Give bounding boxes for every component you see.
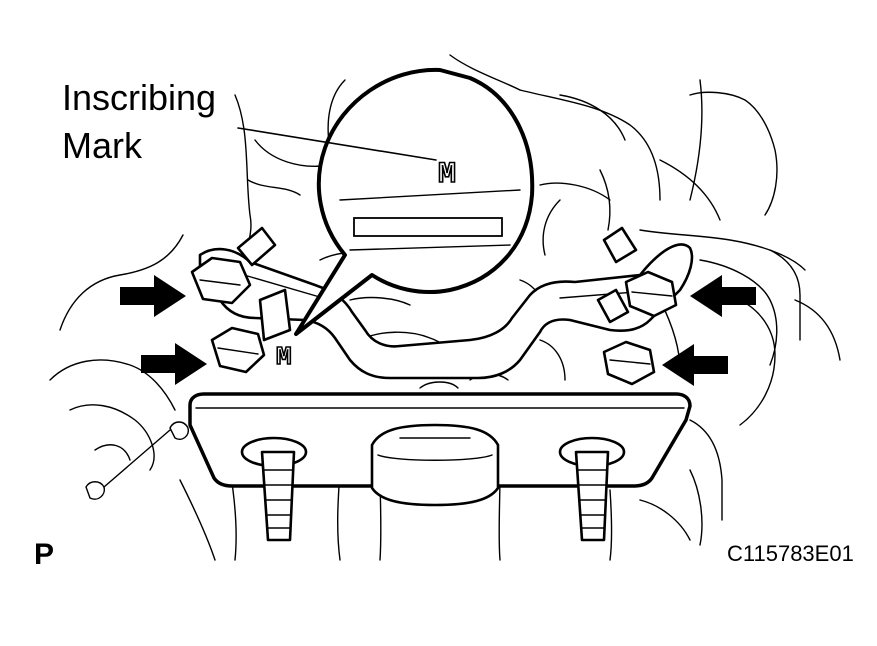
mount-studs (236, 226, 638, 342)
background-body-lines (49, 54, 841, 561)
base-plate (188, 392, 692, 507)
figure-code: C115783E01 (727, 541, 854, 566)
view-letter: P (34, 538, 55, 571)
callout-label-line2: Mark (62, 125, 142, 166)
callout-leader-line (237, 127, 437, 161)
arrow-right-upper (690, 275, 756, 317)
inscribing-mark-part: M (276, 342, 292, 372)
callout-label-line1: Inscribing (62, 77, 217, 118)
arrow-right-lower (662, 344, 728, 386)
bracket-nuts (190, 256, 678, 386)
arrow-left-lower (141, 343, 207, 385)
magnified-detail-circle (294, 67, 535, 336)
base-studs (260, 450, 610, 542)
pointer-arrows (120, 275, 756, 386)
arrow-left-upper (120, 275, 186, 317)
inscribing-mark-magnified: M (438, 158, 456, 192)
